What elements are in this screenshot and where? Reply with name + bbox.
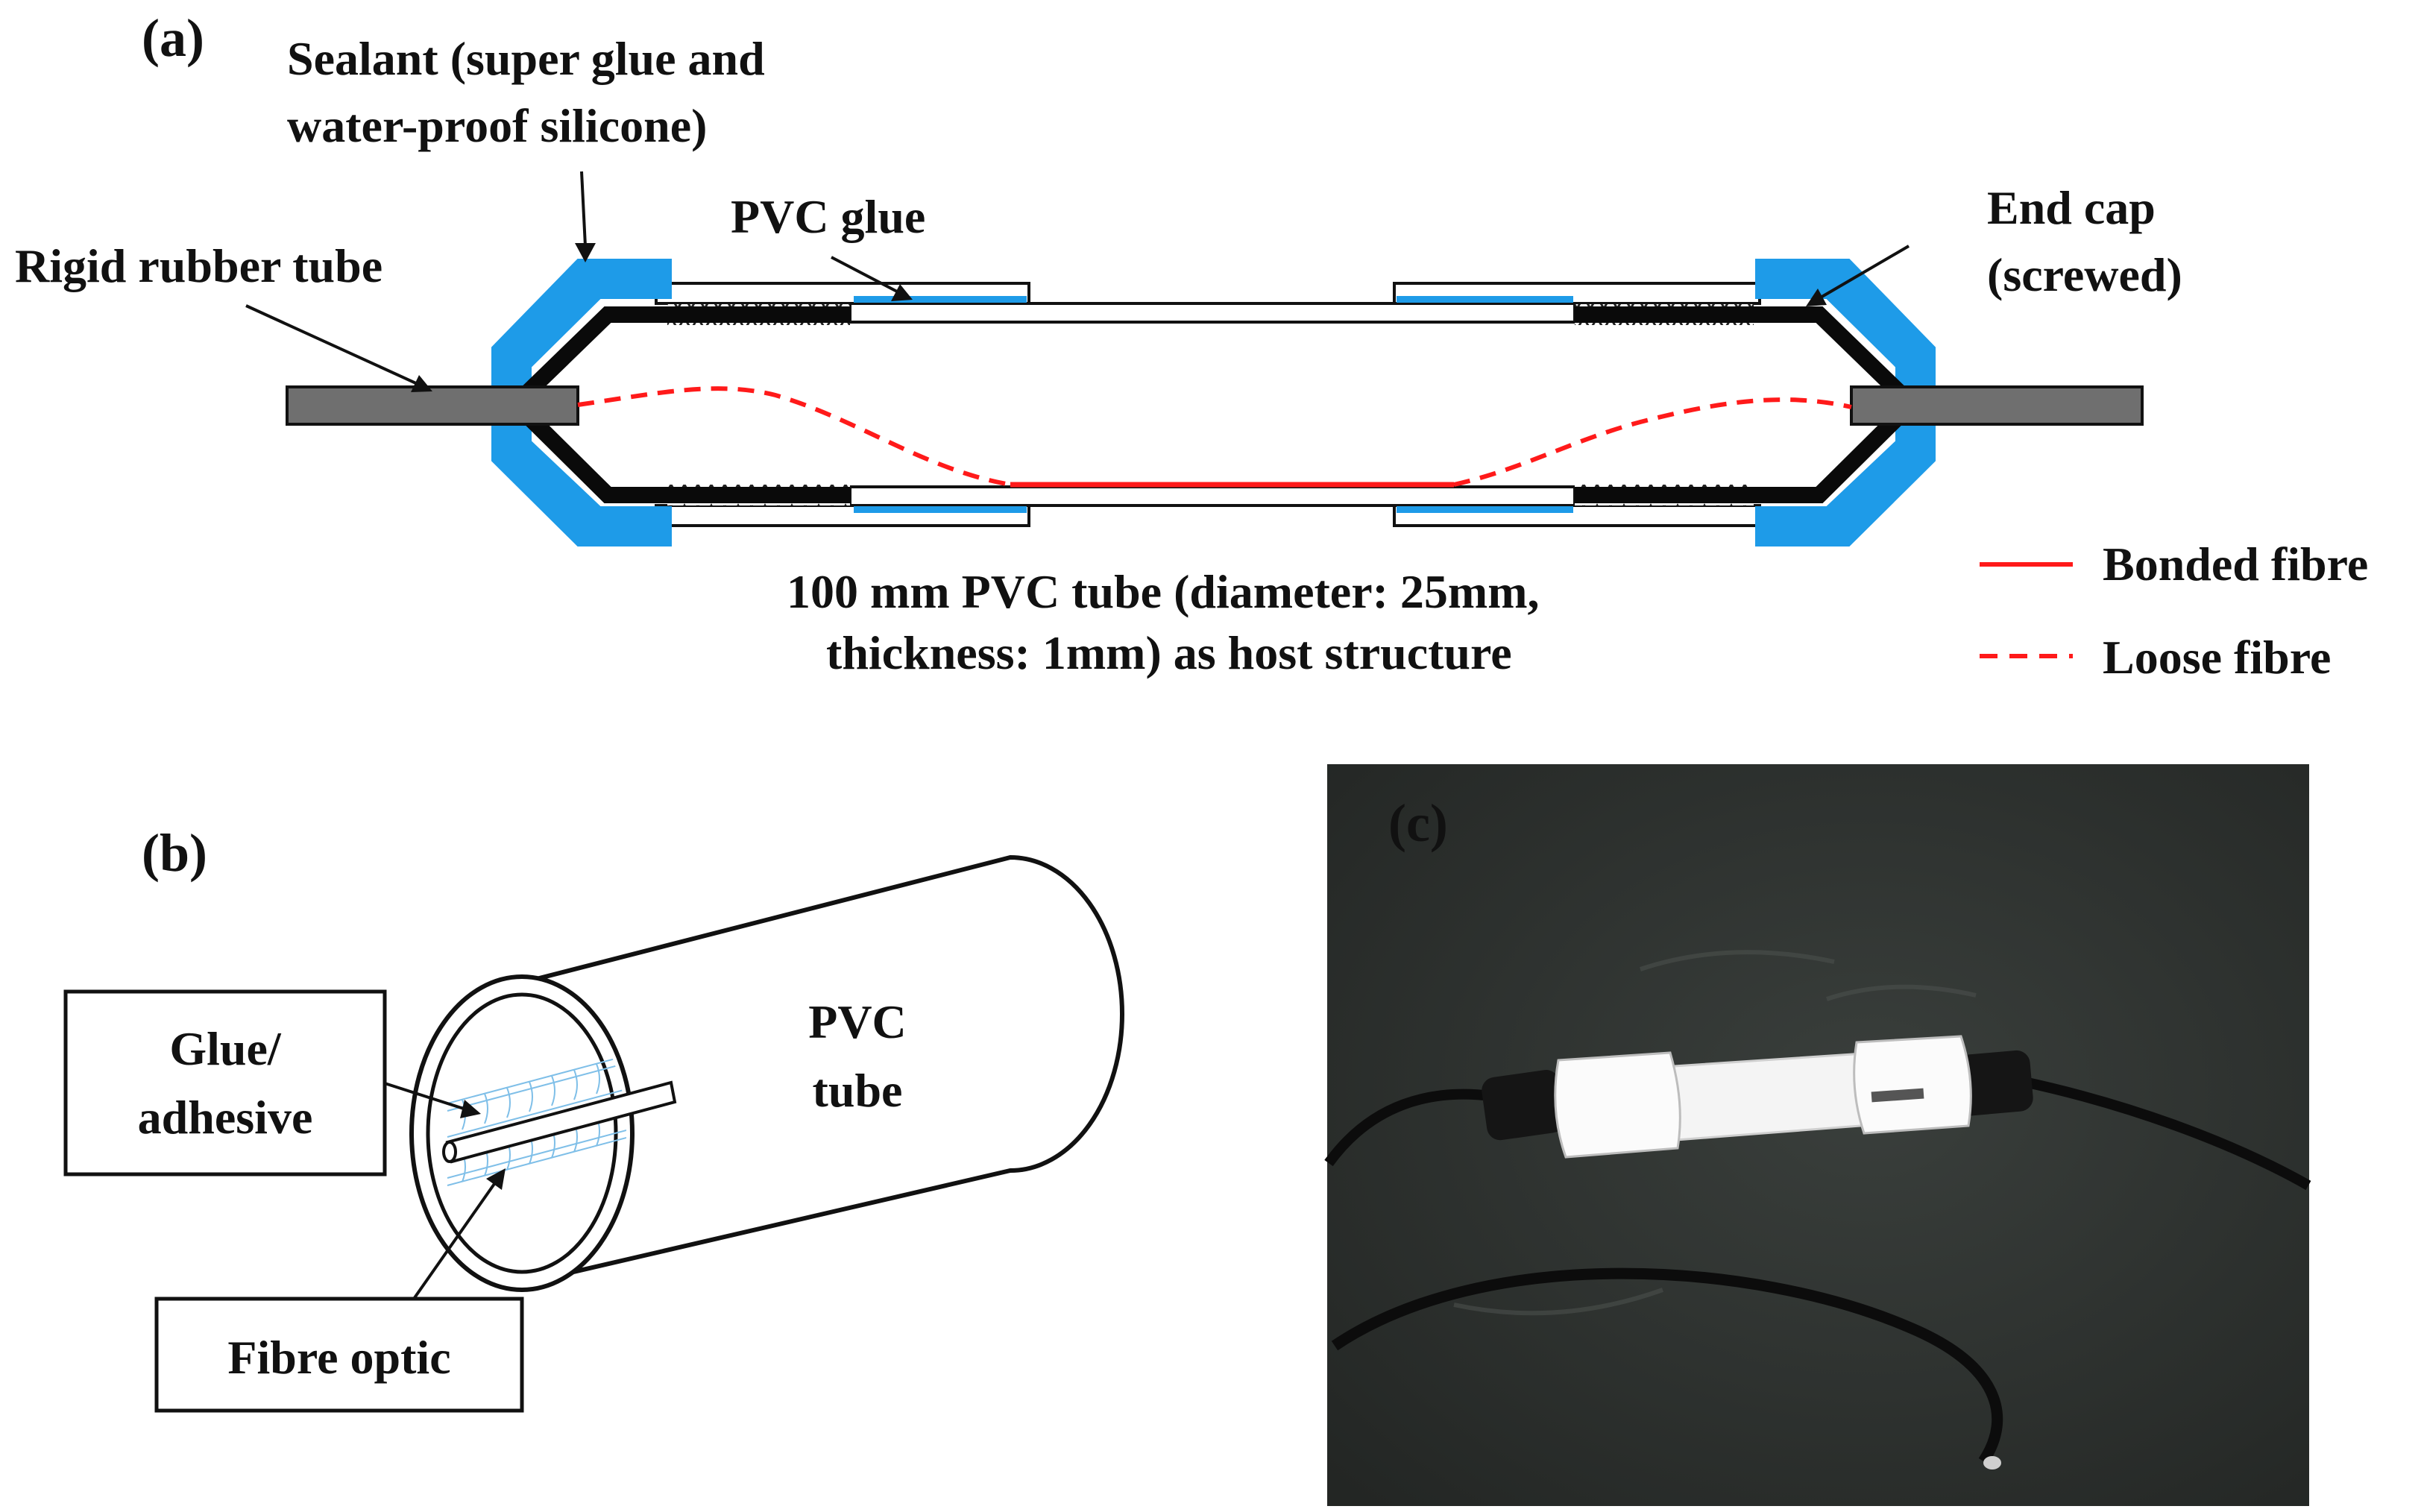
end-cap-label-line2: (screwed) [1987,248,2182,301]
pvc-tube-b-label-line2: tube [813,1064,903,1117]
panel-c-label: (c) [1388,793,1448,853]
end-cap-label-line1: End cap [1987,181,2156,234]
left-end-cap [491,259,672,546]
pvc-cylinder-body [520,854,1124,1287]
glue-arrowhead [460,1100,481,1118]
rubber-tube-right [1850,385,2144,426]
cable-end [1983,1456,2001,1470]
panel-b-label: (b) [142,823,207,883]
end-cap-arrowhead [1806,289,1827,306]
legend-bonded-label: Bonded fibre [2103,538,2368,590]
sealant-arrowhead [575,243,596,262]
pvc-glue-left-bottom [854,506,1027,513]
fibre-optic-end [442,1141,457,1163]
sealant-arrow [580,171,587,247]
device-sticker [1871,1088,1924,1103]
rigid-rubber-tube-label: Rigid rubber tube [15,239,382,292]
rubber-tube-arrow [245,304,418,385]
glue-label-line1: Glue/ [169,1022,282,1075]
cable-left [1324,1089,1492,1167]
loose-fibre-right [1453,397,1852,487]
pvc-glue-arrowhead [891,284,913,301]
pvc-glue-left-top [854,296,1027,303]
photo-background [1327,764,2309,1506]
panel-c-photo: (c) [1324,764,2311,1506]
panel-b: (b) Glue/ adhesive Fibre optic PVC tube [63,823,1124,1413]
device-end-cap-left [1482,1070,1565,1141]
device-coupler-right [1853,1035,1972,1135]
loose-fibre-left [577,386,1011,487]
pvc-tube-b-label-line1: PVC [808,995,907,1048]
pvc-tube-top-wall [849,302,1576,324]
pvc-glue-right-bottom [1397,506,1573,513]
glue-arrow [384,1082,467,1111]
end-cap-arrow [1818,245,1910,300]
device-coupler-left [1554,1051,1681,1159]
rubber-tube-left [286,385,579,426]
floor-scuffs [1453,950,1977,1316]
cable-loop [1331,1267,2003,1465]
right-coupling-sleeve-top [1393,282,1761,305]
panel-a: (a) [15,8,2368,684]
panel-a-label: (a) [142,8,204,68]
glue-label-line2: adhesive [138,1091,313,1144]
fibre-optic-label: Fibre optic [227,1331,450,1384]
fibre-arrow [412,1180,497,1300]
cable-right [2019,1076,2311,1191]
pvc-tube-label-line2: thickness: 1mm) as host structure [826,626,1512,679]
pvc-glue-label: PVC glue [731,190,925,243]
pvc-tube-label-line1: 100 mm PVC tube (diameter: 25mm, [787,565,1540,618]
sealant-label-line2: water-proof silicone) [287,99,707,152]
glue-callout-box [63,989,387,1176]
sealant-label-line1: Sealant (super glue and [287,32,765,85]
fibre-callout-box [154,1297,524,1413]
legend: Bonded fibre Loose fibre [1980,538,2368,684]
pvc-tube-bottom-wall [849,485,1576,507]
right-end-cap [1755,259,1936,546]
pvc-glue-right-top [1397,296,1573,303]
legend-loose-label: Loose fibre [2103,631,2331,684]
rubber-tube-arrowhead [411,375,432,392]
fibre-arrowhead [486,1168,506,1190]
pvc-glue-arrow [831,256,899,294]
